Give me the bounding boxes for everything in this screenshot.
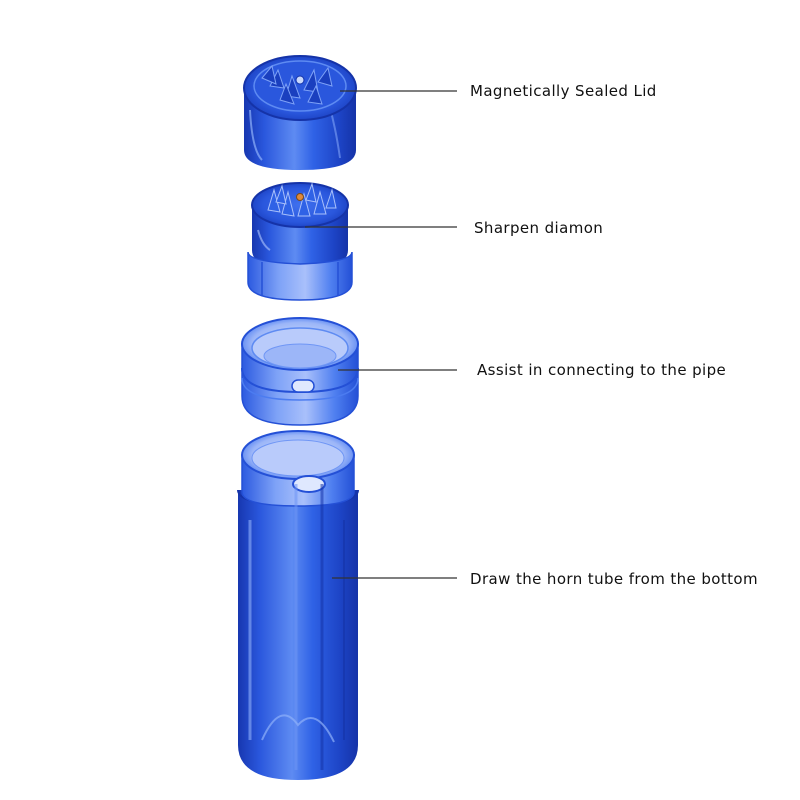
lid-piece [243, 55, 357, 170]
leader-lines [305, 90, 457, 579]
callout-pipe-label: Assist in connecting to the pipe [477, 361, 727, 379]
connector-piece [241, 317, 359, 426]
callout-lid-label: Magnetically Sealed Lid [470, 82, 657, 100]
tube-piece [237, 430, 359, 780]
callout-tube-label: Draw the horn tube from the bottom [470, 570, 759, 588]
callout-diamond-label: Sharpen diamon [474, 219, 604, 237]
grinder-piece [247, 182, 353, 301]
